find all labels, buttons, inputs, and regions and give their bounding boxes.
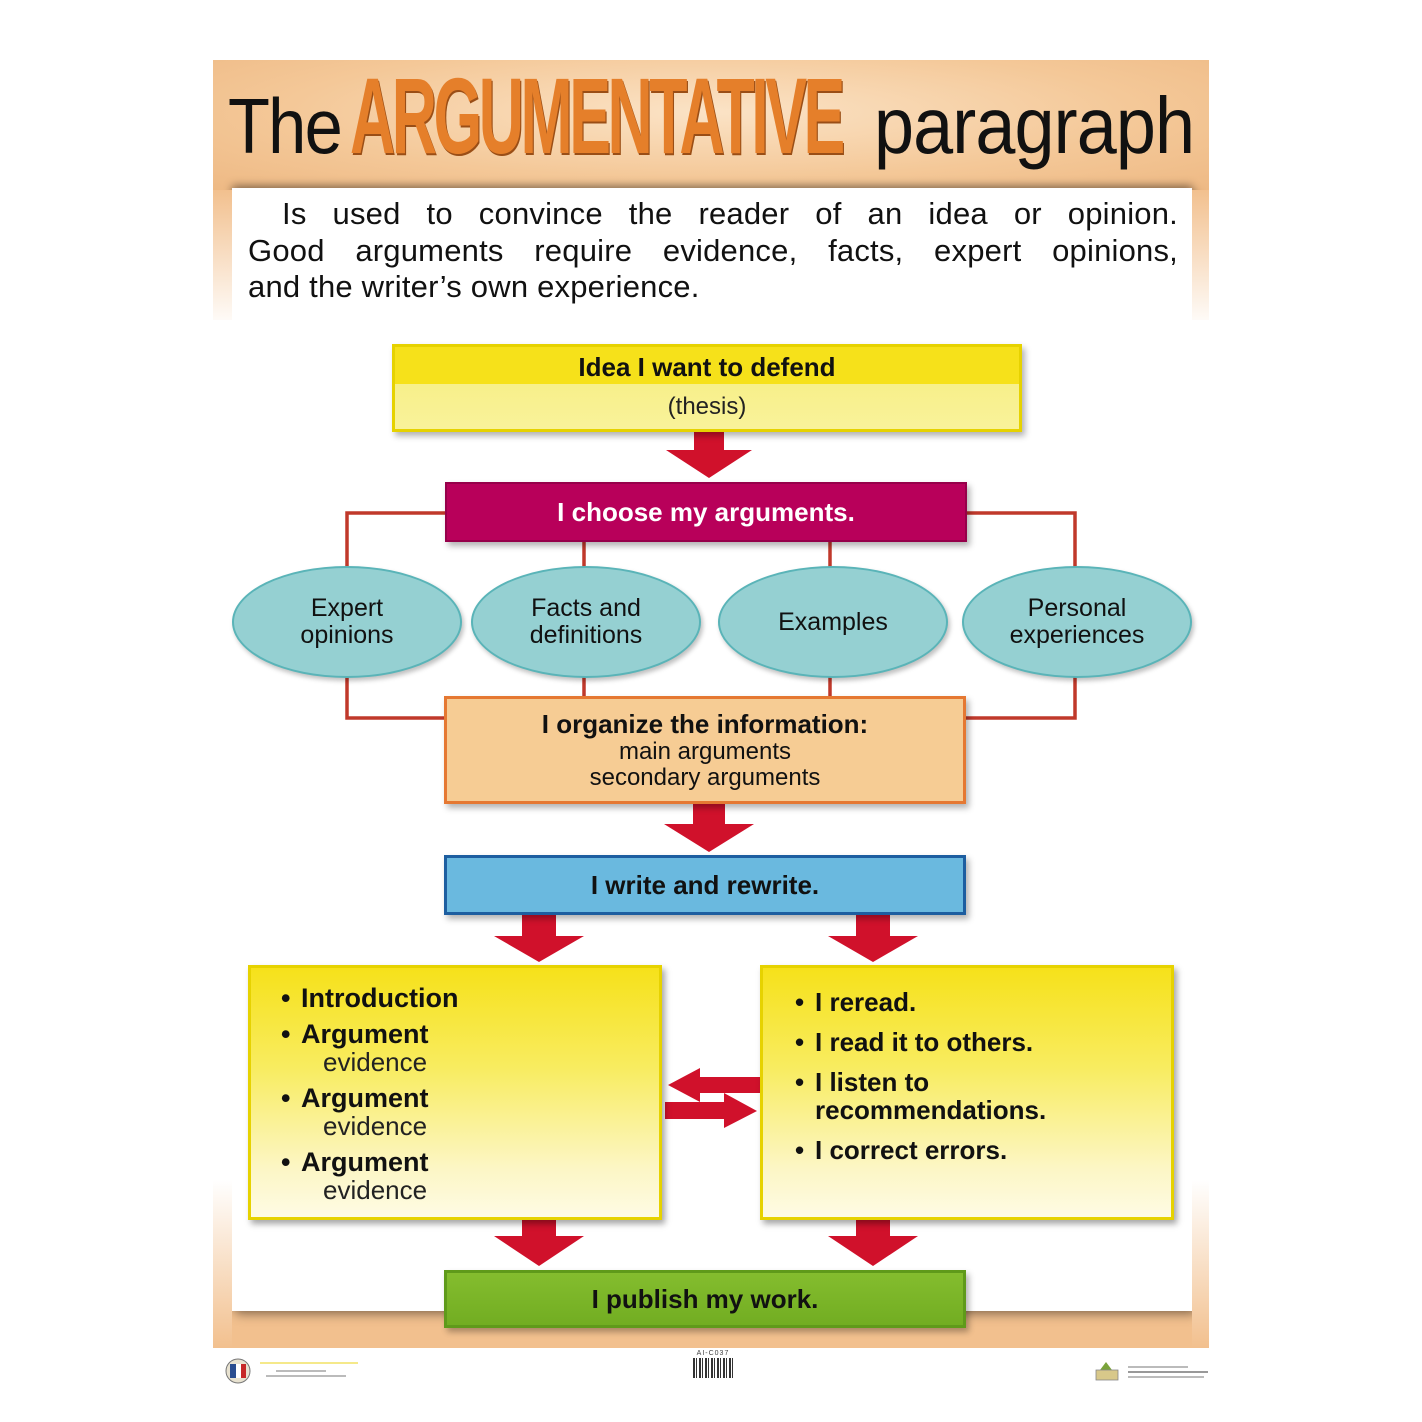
intro-line: and the writer’s own experience. <box>248 269 700 304</box>
bullet-icon: • <box>795 987 805 1017</box>
list-item-sub: evidence <box>323 1111 428 1141</box>
list-item-main: Introduction <box>301 983 459 1013</box>
intro-definition: Is used to convince the reader of an ide… <box>248 196 1178 306</box>
bullet-icon: • <box>281 1083 291 1113</box>
choose-arguments-box: I choose my arguments. <box>445 482 967 542</box>
edge-fade <box>213 190 232 330</box>
list-item-sub: evidence <box>323 1175 428 1205</box>
edge-fade <box>213 1180 232 1348</box>
organize-line: secondary arguments <box>589 764 821 791</box>
list-item-text: I correct errors. <box>815 1135 1008 1165</box>
thesis-title: Idea I want to defend <box>578 351 836 382</box>
organize-line: main arguments <box>618 738 792 765</box>
list-item-main: Argument <box>301 1083 429 1113</box>
list-item: • I correct errors. <box>795 1136 1046 1164</box>
publish-title: I publish my work. <box>591 1283 819 1314</box>
argument-type-personal-experiences: Personal experiences <box>962 566 1192 678</box>
revision-panel: • I reread. • I read it to others. • I l… <box>760 965 1174 1220</box>
publisher-logo <box>216 1356 361 1386</box>
list-item: • Argument evidence <box>281 1084 458 1140</box>
product-barcode: AI-C037 <box>690 1350 736 1386</box>
argument-type-expert-opinions: Expert opinions <box>232 566 462 678</box>
list-item-text: I reread. <box>815 987 917 1017</box>
argument-type-line: Expert <box>310 594 384 622</box>
title-prefix: The <box>228 82 343 170</box>
revision-list: • I reread. • I read it to others. • I l… <box>795 988 1046 1176</box>
list-item: • Argument evidence <box>281 1148 458 1204</box>
list-item-main: Argument <box>301 1147 429 1177</box>
choose-arguments-title: I choose my arguments. <box>557 496 855 527</box>
intro-line: Is used to convince the reader of an ide… <box>282 196 1178 231</box>
list-item: • Argument evidence <box>281 1020 458 1076</box>
list-item: • I read it to others. <box>795 1028 1046 1056</box>
list-item-text: I listen to <box>815 1067 930 1097</box>
list-item-text: I read it to others. <box>815 1027 1034 1057</box>
title-suffix: paragraph <box>874 81 1195 170</box>
argument-type-line: Facts and <box>531 594 641 622</box>
bullet-icon: • <box>795 1067 805 1097</box>
list-item: • I listen to recommendations. <box>795 1068 1046 1124</box>
edge-fade <box>1192 1180 1209 1348</box>
thesis-subtitle: (thesis) <box>667 392 747 420</box>
bullet-icon: • <box>795 1027 805 1057</box>
write-rewrite-box: I write and rewrite. <box>444 855 966 915</box>
write-rewrite-title: I write and rewrite. <box>590 869 820 900</box>
argument-type-line: Personal <box>1027 594 1127 622</box>
argument-type-line: opinions <box>300 621 394 649</box>
title-banner <box>213 60 1209 190</box>
bullet-icon: • <box>281 983 291 1013</box>
thesis-box: Idea I want to defend (thesis) <box>392 344 1022 432</box>
list-item-main: Argument <box>301 1019 429 1049</box>
publish-box: I publish my work. <box>444 1270 966 1328</box>
page-title: The ARGUMENTATIVE paragraph <box>228 62 1230 172</box>
product-code: AI-C037 <box>696 1350 730 1357</box>
argument-type-line: Examples <box>778 607 888 636</box>
list-item: • I reread. <box>795 988 1046 1016</box>
list-item: • Introduction <box>281 984 458 1012</box>
list-item-sub: evidence <box>323 1047 428 1077</box>
organize-information-box: I organize the information: main argumen… <box>444 696 966 804</box>
argument-type-facts-definitions: Facts and definitions <box>471 566 701 678</box>
distributor-emblem-icon <box>1095 1362 1208 1381</box>
argument-type-line: experiences <box>1009 621 1145 649</box>
organize-title: I organize the information: <box>541 709 869 739</box>
argument-type-line: definitions <box>529 621 643 649</box>
distributor-logo <box>1092 1360 1212 1384</box>
bullet-icon: • <box>795 1135 805 1165</box>
edge-fade <box>1192 190 1209 330</box>
barcode-icon <box>693 1358 733 1378</box>
paragraph-structure-panel: • Introduction • Argument evidence • Arg… <box>248 965 662 1220</box>
title-highlight: ARGUMENTATIVE <box>350 55 845 176</box>
structure-list: • Introduction • Argument evidence • Arg… <box>281 984 458 1212</box>
bullet-icon: • <box>281 1019 291 1049</box>
intro-line: Good arguments require evidence, facts, … <box>248 232 1178 268</box>
publisher-emblem-icon <box>225 1358 358 1384</box>
argument-type-examples: Examples <box>718 566 948 678</box>
bullet-icon: • <box>281 1147 291 1177</box>
list-item-text: recommendations. <box>815 1095 1047 1125</box>
